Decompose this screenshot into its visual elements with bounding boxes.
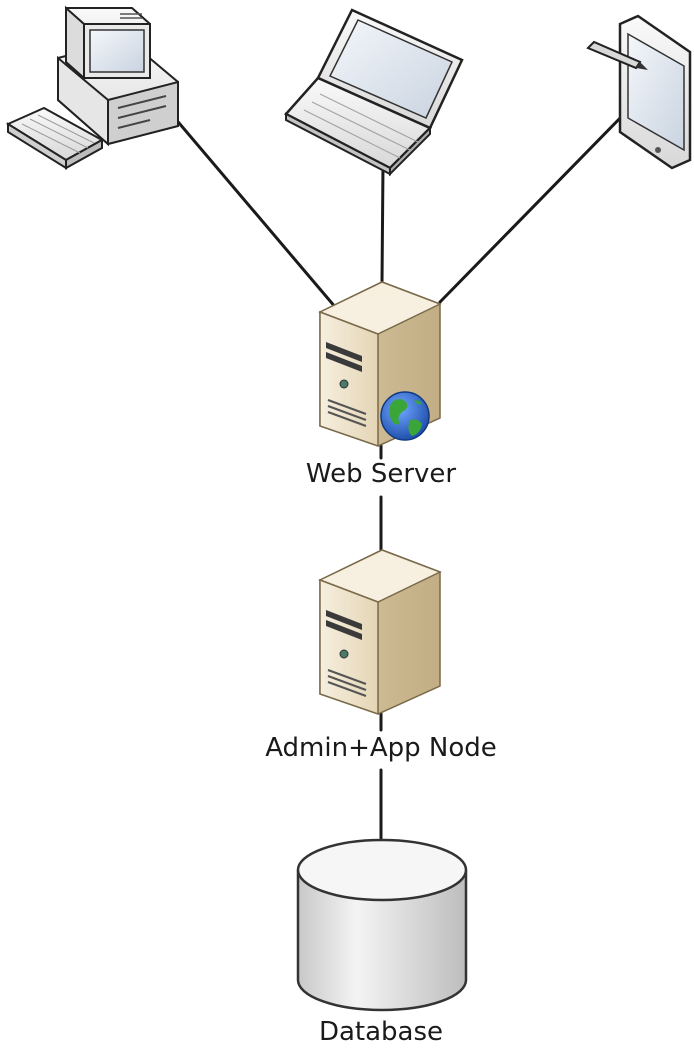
tablet-with-stylus-icon xyxy=(586,14,692,170)
laptop-icon xyxy=(283,8,464,177)
link-laptop-webserver xyxy=(380,163,385,284)
link-desktop-webserver xyxy=(166,108,338,310)
server-with-globe-icon xyxy=(318,281,442,448)
globe-icon xyxy=(380,391,430,441)
server-tower-icon xyxy=(318,549,442,716)
web-server-label: Web Server xyxy=(306,459,457,489)
database-label: Database xyxy=(319,1017,443,1047)
connections xyxy=(166,108,630,840)
link-tablet-webserver xyxy=(438,108,630,304)
desktop-computer-icon xyxy=(5,5,179,170)
admin-app-node-label: Admin+App Node xyxy=(265,733,497,763)
database-cylinder-icon xyxy=(296,838,468,1012)
